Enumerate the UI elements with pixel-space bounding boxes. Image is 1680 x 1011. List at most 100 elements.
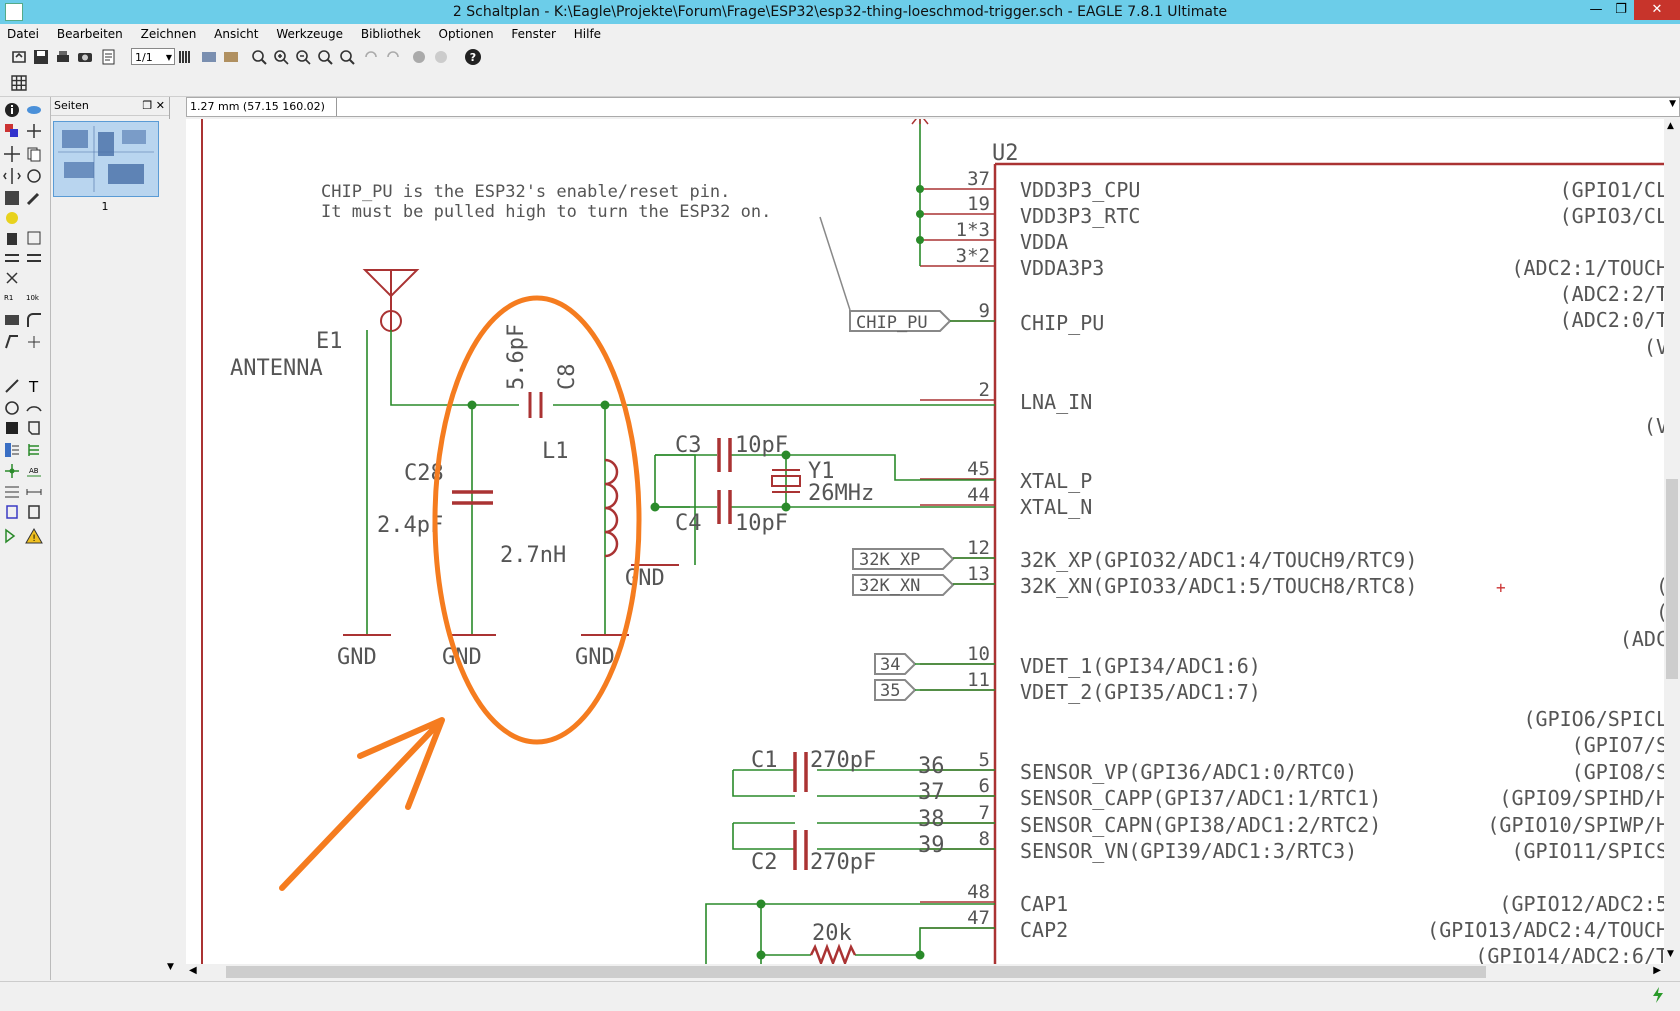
- minimize-button[interactable]: —: [1589, 2, 1603, 17]
- command-input[interactable]: [339, 98, 1661, 116]
- horizontal-scroll-thumb[interactable]: [226, 966, 1486, 978]
- zoom-select-icon[interactable]: [338, 48, 356, 66]
- command-history-dropdown-icon[interactable]: ▼: [1669, 99, 1676, 109]
- pages-panel-header: Seiten ❐ ✕: [51, 97, 169, 116]
- replace-icon[interactable]: [3, 269, 21, 287]
- menu-hilfe[interactable]: Hilfe: [573, 27, 602, 41]
- circle-icon[interactable]: [3, 399, 21, 417]
- pin-name: VDD3P3_RTC: [1020, 204, 1140, 228]
- menu-bearbeiten[interactable]: Bearbeiten: [56, 27, 123, 41]
- change-icon[interactable]: [25, 189, 43, 207]
- maximize-button[interactable]: ❐: [1615, 2, 1627, 17]
- cursor-cross: +: [1496, 578, 1506, 597]
- page-thumbnail[interactable]: [53, 121, 159, 197]
- schematic-board-icon[interactable]: [200, 48, 218, 66]
- show-icon[interactable]: [25, 101, 43, 119]
- y1-name: Y1: [808, 459, 835, 484]
- pin-name: SENSOR_VN(GPI39/ADC1:3/RTC3): [1020, 839, 1357, 863]
- zoom-in-icon[interactable]: [272, 48, 290, 66]
- layers-icon[interactable]: [176, 48, 194, 66]
- lightning-icon[interactable]: [1650, 986, 1666, 1004]
- close-button[interactable]: ✕: [1634, 0, 1680, 20]
- smash-icon[interactable]: [3, 311, 21, 329]
- menu-fenster[interactable]: Fenster: [511, 27, 556, 41]
- zoom-redraw-icon[interactable]: [316, 48, 334, 66]
- miter-icon[interactable]: [25, 311, 43, 329]
- pin-number: 19: [967, 193, 990, 215]
- menu-werkzeuge[interactable]: Werkzeuge: [276, 27, 344, 41]
- net-number: 38: [918, 807, 945, 832]
- paste-icon[interactable]: [3, 209, 21, 227]
- menu-optionen[interactable]: Optionen: [438, 27, 494, 41]
- invoke-icon[interactable]: [25, 333, 43, 351]
- help-icon[interactable]: ?: [464, 48, 482, 66]
- canvas-horizontal-scrollbar[interactable]: ◀ ▶: [186, 964, 1664, 980]
- info-icon[interactable]: [3, 101, 21, 119]
- label-icon[interactable]: AB: [25, 462, 43, 480]
- erc-icon[interactable]: [3, 527, 21, 545]
- rotate-icon[interactable]: [25, 167, 43, 185]
- panel-close-icon[interactable]: ❐ ✕: [142, 99, 165, 112]
- attribute-icon[interactable]: [3, 483, 21, 501]
- sheet-icon[interactable]: [100, 48, 118, 66]
- sheet-select[interactable]: 1/1▼: [131, 48, 175, 65]
- pin-name-right: (GPIO13/ADC2:4/TOUCH: [1427, 918, 1664, 942]
- redo-icon[interactable]: [384, 48, 402, 66]
- pin-name-right: (V: [1644, 335, 1664, 359]
- polygon-icon[interactable]: [25, 419, 43, 437]
- save-icon[interactable]: [32, 48, 50, 66]
- wire-icon[interactable]: [3, 377, 21, 395]
- value-icon[interactable]: 10k: [25, 289, 43, 307]
- menu-datei[interactable]: Datei: [7, 27, 40, 41]
- split-icon[interactable]: [3, 333, 21, 351]
- zoom-out-icon[interactable]: [294, 48, 312, 66]
- canvas-vertical-scrollbar[interactable]: ▲ ▼: [1664, 119, 1680, 964]
- frame-icon[interactable]: [3, 503, 21, 521]
- errors-icon[interactable]: !: [25, 527, 43, 545]
- module-icon[interactable]: [25, 503, 43, 521]
- pin-name-right: (GPIO14/ADC2:6/T: [1475, 944, 1664, 964]
- status-bar: [0, 981, 1680, 1011]
- gateswap-icon[interactable]: [25, 249, 43, 267]
- svg-text:AB: AB: [29, 467, 39, 475]
- move-icon[interactable]: [3, 145, 21, 163]
- menu-bibliothek[interactable]: Bibliothek: [360, 27, 421, 41]
- name-icon[interactable]: R1: [3, 289, 21, 307]
- add-icon[interactable]: [25, 229, 43, 247]
- zoom-fit-icon[interactable]: [250, 48, 268, 66]
- pin-number: 11: [967, 669, 990, 691]
- copy-icon[interactable]: [25, 145, 43, 163]
- open-icon[interactable]: [10, 48, 28, 66]
- arc-icon[interactable]: [25, 399, 43, 417]
- pages-scrollbar[interactable]: ▼: [164, 119, 180, 981]
- board-icon[interactable]: [222, 48, 240, 66]
- group-icon[interactable]: [3, 189, 21, 207]
- schematic-canvas[interactable]: U2 37 19 1*3 3*2 9 2 45 44: [186, 119, 1664, 964]
- 34-35-nets: [915, 663, 995, 691]
- window-title: 2 Schaltplan - K:\Eagle\Projekte\Forum\F…: [452, 4, 1228, 20]
- undo-icon[interactable]: [362, 48, 380, 66]
- vertical-scroll-thumb[interactable]: [1666, 479, 1678, 679]
- junction-icon[interactable]: [3, 462, 21, 480]
- delete-icon[interactable]: [3, 229, 21, 247]
- grid-icon[interactable]: [10, 74, 28, 92]
- net-icon[interactable]: [25, 441, 43, 459]
- cam-icon[interactable]: [76, 48, 94, 66]
- text-icon[interactable]: T: [25, 377, 43, 396]
- pinswap-icon[interactable]: [3, 249, 21, 267]
- 32k-nets: [953, 557, 995, 585]
- dimension-icon[interactable]: [25, 483, 43, 501]
- mark-icon[interactable]: [25, 122, 43, 140]
- print-icon[interactable]: [54, 48, 72, 66]
- go-icon[interactable]: [432, 48, 450, 66]
- menu-zeichnen[interactable]: Zeichnen: [140, 27, 197, 41]
- u2-name: U2: [992, 141, 1019, 166]
- pin-name-right: (GPIO7/S: [1572, 733, 1664, 757]
- mirror-icon[interactable]: [3, 167, 21, 185]
- bus-icon[interactable]: [3, 441, 21, 459]
- display-icon[interactable]: [3, 122, 21, 140]
- menu-ansicht[interactable]: Ansicht: [214, 27, 259, 41]
- rect-icon[interactable]: [3, 419, 21, 437]
- c4-value: 10pF: [735, 511, 788, 536]
- stop-icon[interactable]: [410, 48, 428, 66]
